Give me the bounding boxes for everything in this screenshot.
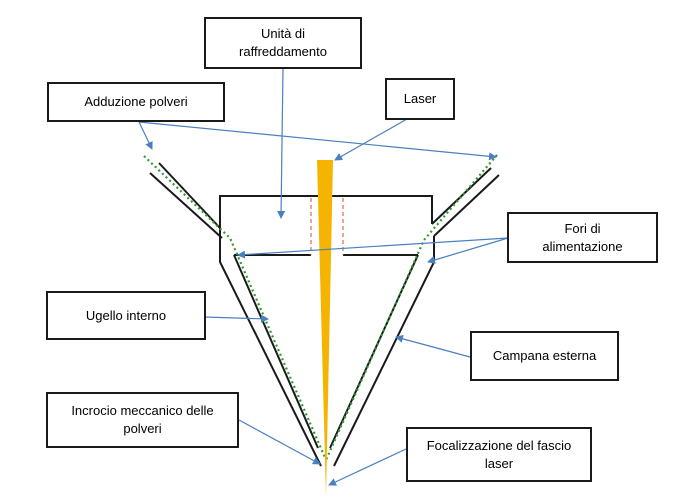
left-inner-feed-tube bbox=[149, 172, 223, 239]
arrow-powder-feed-left bbox=[138, 121, 153, 150]
label-beam-focus-line2: laser bbox=[484, 455, 514, 471]
label-laser: Laser bbox=[385, 78, 455, 120]
arrow-inner-nozzle bbox=[204, 314, 269, 323]
arrow-cooling-unit bbox=[277, 67, 286, 219]
label-powder-crossing: Incrocio meccanico delle polveri bbox=[46, 392, 239, 448]
label-outer-bell-text: Campana esterna bbox=[492, 348, 597, 363]
inner-cone-left bbox=[233, 254, 319, 449]
label-cooling-unit-line1: Unità di bbox=[260, 26, 306, 41]
arrow-feed-holes-left bbox=[237, 237, 509, 259]
label-cooling-unit-line2: raffreddamento bbox=[239, 44, 327, 59]
label-outer-bell: Campana esterna bbox=[470, 331, 619, 381]
right-inner-feed-tube bbox=[433, 174, 500, 237]
label-feed-holes-line2: alimentazione bbox=[542, 238, 623, 254]
label-laser-text: Laser bbox=[403, 91, 437, 106]
label-beam-focus-line1: Focalizzazione del fascio bbox=[426, 437, 572, 453]
laser-beam bbox=[317, 160, 333, 496]
arrow-beam-focus bbox=[328, 448, 407, 486]
label-inner-nozzle-text: Ugello interno bbox=[85, 307, 167, 323]
left-outer-wall bbox=[219, 238, 322, 467]
arrow-powder-crossing bbox=[238, 419, 321, 465]
label-powder-crossing-line1: Incrocio meccanico delle bbox=[71, 403, 214, 418]
label-powder-crossing-line2: polveri bbox=[123, 421, 162, 436]
inner-cone-right bbox=[329, 254, 419, 449]
arrow-feed-holes-right bbox=[427, 237, 509, 264]
label-feed-holes: Fori di alimentazione bbox=[507, 212, 658, 263]
left-outer-feed-tube bbox=[158, 162, 221, 229]
label-beam-focus: Focalizzazione del fascio laser bbox=[406, 427, 592, 482]
label-inner-nozzle: Ugello interno bbox=[46, 291, 206, 340]
label-cooling-unit: Unità di raffreddamento bbox=[204, 17, 362, 69]
right-outer-feed-tube bbox=[431, 167, 492, 225]
label-feed-holes-line1: Fori di bbox=[564, 220, 601, 236]
powder-path bbox=[143, 154, 498, 461]
label-powder-feed-text: Adduzione polveri bbox=[84, 94, 188, 109]
arrow-laser bbox=[334, 118, 408, 161]
cooling-channel bbox=[310, 198, 344, 255]
label-powder-feed: Adduzione polveri bbox=[47, 82, 225, 122]
arrow-powder-feed-right bbox=[138, 121, 497, 161]
arrows bbox=[138, 67, 509, 486]
arrow-outer-bell bbox=[395, 334, 471, 358]
